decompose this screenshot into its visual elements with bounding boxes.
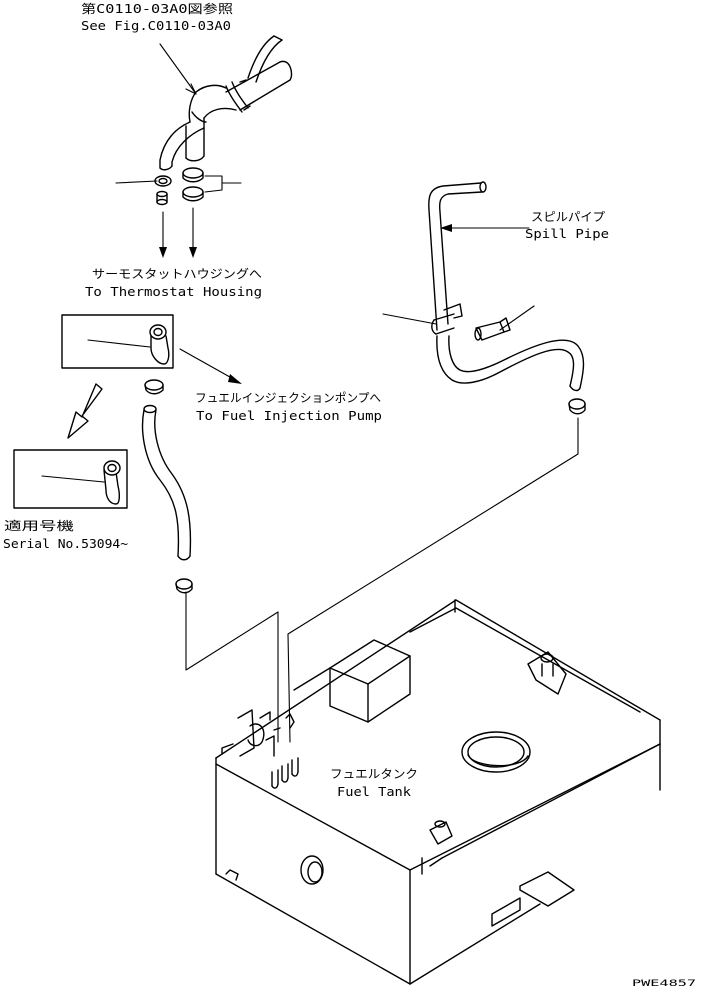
spill-pipe-label-jp: スピルパイプ: [531, 210, 605, 224]
injection-pump-arrow: [179, 348, 242, 384]
injection-pump-label-jp: フュエルインジェクションポンプへ: [195, 391, 381, 405]
spill-pipe: [382, 181, 586, 415]
spill-pipe-label-en: Spill Pipe: [525, 227, 609, 241]
return-hose: [141, 379, 193, 594]
hollow-arrow-icon: [67, 383, 103, 439]
detail-inset-lower: [13, 449, 128, 509]
detail-inset-upper: [61, 314, 174, 369]
upper-hose-assembly: [159, 35, 293, 171]
fuel-tank-label-jp: フュエルタンク: [330, 767, 418, 781]
connection-lines: [185, 417, 579, 743]
serial-label-en: Serial No.53094~: [3, 537, 128, 551]
thermostat-label-en: To Thermostat Housing: [85, 285, 262, 299]
hose-clamps-group: [115, 167, 242, 206]
reference-label-jp: 第C0110-03A0図参照: [81, 1, 233, 16]
thermostat-label-jp: サーモスタットハウジングへ: [92, 267, 262, 281]
reference-label-en: See Fig.C0110-03A0: [81, 19, 231, 33]
flow-arrows-thermostat: [159, 207, 197, 258]
fuel-tank: [215, 599, 661, 985]
injection-pump-label-en: To Fuel Injection Pump: [196, 409, 382, 423]
drawing-code: PWE4857: [632, 979, 696, 989]
serial-label-jp: 適用号機: [4, 518, 74, 533]
fuel-tank-label-en: Fuel Tank: [337, 785, 412, 799]
